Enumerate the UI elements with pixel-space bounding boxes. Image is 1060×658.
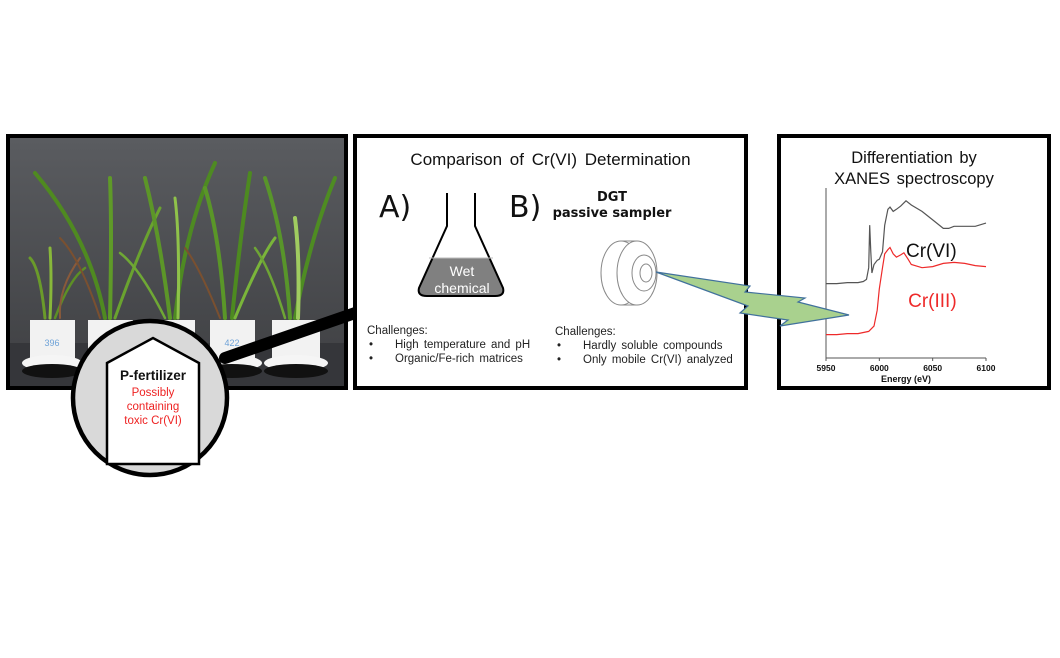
x-tick-label: 6000 [870, 363, 889, 373]
x-axis-label: Energy (eV) [881, 374, 931, 384]
challenges-heading-b: Challenges: [555, 326, 616, 338]
dgt-sampler-icon [600, 240, 658, 306]
challenge-item-a: High temperature and pH [367, 338, 530, 352]
challenge-item-b: Only mobile Cr(VI) analyzed [555, 353, 733, 367]
method-a-label: A) [379, 190, 412, 225]
plant-leaves [28, 161, 337, 320]
challenge-item-a: Organic/Fe-rich matrices [367, 352, 530, 366]
fertilizer-subtitle-line: toxic Cr(VI) [124, 415, 182, 427]
challenges-heading-a: Challenges: [367, 325, 428, 337]
dgt-title-line: DGT [596, 190, 628, 205]
fertilizer-subtitle-line: Possibly [132, 387, 175, 399]
fertilizer-house-icon [105, 336, 201, 466]
x-tick-label: 6100 [977, 363, 996, 373]
pot-label: 422 [224, 338, 239, 348]
series-line-cr6 [826, 199, 987, 285]
xanes-panel: Differentiation by XANES spectroscopy 59… [777, 134, 1051, 390]
pot-label: 396 [44, 338, 59, 348]
erlenmeyer-flask-icon [417, 193, 505, 297]
fertilizer-title: P-fertilizer [120, 368, 187, 383]
annotation-cr3: Cr(III) [908, 291, 957, 312]
flask-text-line: Wet [449, 263, 475, 279]
comparison-title: Comparison of Cr(VI) Determination [410, 150, 691, 169]
series-line-cr3 [826, 246, 987, 336]
comparison-panel: Comparison of Cr(VI) Determination A) B)… [353, 134, 748, 390]
x-tick-label: 6050 [923, 363, 942, 373]
x-tick-label: 5950 [817, 363, 836, 373]
xanes-title-line: XANES spectroscopy [834, 170, 994, 188]
annotation-cr6: Cr(VI) [906, 241, 957, 262]
xanes-chart: 5950 6000 6050 6100 Cr(VI) Cr(III) Energy (… [817, 188, 996, 384]
method-b-label: B) [509, 190, 542, 225]
magnifier-handle [219, 306, 364, 364]
challenge-item-b: Hardly soluble compounds [555, 339, 733, 353]
dgt-title-line: passive sampler [552, 206, 672, 221]
fertilizer-subtitle-line: containing [127, 401, 179, 413]
xanes-title-line: Differentiation by [851, 149, 977, 167]
flask-text-line: chemical [434, 280, 490, 296]
